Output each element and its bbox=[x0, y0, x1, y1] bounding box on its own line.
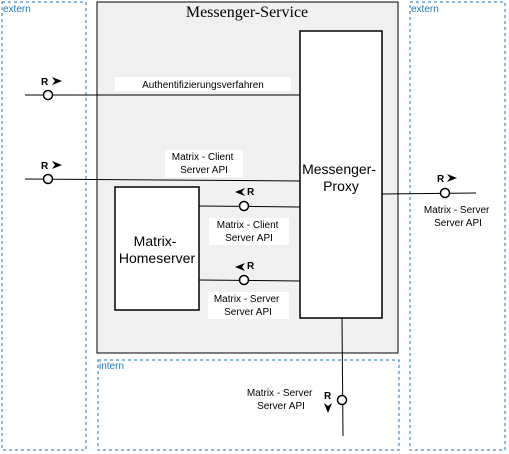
extern-right-zone bbox=[409, 1, 506, 451]
extern-left-label: extern bbox=[3, 4, 31, 15]
server-api-intern-label-line2: Server API bbox=[224, 307, 272, 318]
request-marker-client-extern-label: R bbox=[41, 161, 49, 172]
client-api-intern-label: Matrix - Client Server API bbox=[217, 220, 281, 244]
server-api-right-label-line1: Matrix - Server bbox=[424, 205, 490, 216]
server-api-bottom-label-line2: Server API bbox=[257, 401, 305, 412]
messenger-proxy-label-line1: Messenger- bbox=[302, 161, 376, 177]
request-arrow-left-icon bbox=[235, 263, 245, 271]
client-api-intern-label-line1: Matrix - Client bbox=[217, 220, 279, 231]
request-arrow-down-icon bbox=[324, 403, 332, 413]
auth-label-bg bbox=[115, 77, 291, 91]
port-auth-icon bbox=[42, 89, 54, 101]
matrix-homeserver-box bbox=[114, 186, 200, 311]
port-server-right-icon bbox=[439, 187, 451, 199]
server-api-right-label: Matrix - Server Server API bbox=[424, 205, 492, 229]
port-server-bottom-icon bbox=[336, 394, 348, 406]
messenger-proxy-label: Messenger- Proxy bbox=[302, 161, 380, 194]
auth-label: Authentifizierungsverfahren bbox=[142, 80, 264, 91]
server-api-bottom-line bbox=[341, 317, 344, 437]
client-api-extern-label-line2: Server API bbox=[180, 165, 228, 176]
request-marker-auth-label: R bbox=[41, 77, 49, 88]
request-arrow-right-icon bbox=[447, 174, 457, 182]
request-marker-server-intern-label: R bbox=[247, 261, 255, 272]
client-api-extern-label-bg bbox=[165, 150, 243, 177]
server-api-intern-label-line1: Matrix - Server bbox=[214, 294, 280, 305]
matrix-homeserver-label: Matrix- Homeserver bbox=[119, 233, 196, 266]
client-api-extern-label-line1: Matrix - Client bbox=[172, 152, 234, 163]
server-api-right-label-line2: Server API bbox=[434, 218, 482, 229]
messenger-proxy-box bbox=[299, 30, 383, 319]
port-client-extern-icon bbox=[42, 173, 54, 185]
intern-label: intern bbox=[99, 361, 124, 372]
request-marker-client-intern-label: R bbox=[247, 187, 255, 198]
messenger-service-title: Messenger-Service bbox=[186, 4, 308, 21]
port-client-intern-icon bbox=[238, 200, 250, 212]
server-api-bottom-label: Matrix - Server Server API bbox=[247, 388, 315, 412]
server-api-intern-label: Matrix - Server Server API bbox=[214, 294, 282, 318]
server-api-intern-label-bg bbox=[208, 292, 289, 319]
request-arrow-left-icon bbox=[235, 188, 245, 196]
client-api-extern-label: Matrix - Client Server API bbox=[172, 152, 236, 176]
client-api-intern-label-line2: Server API bbox=[225, 233, 273, 244]
matrix-homeserver-label-line2: Homeserver bbox=[119, 250, 196, 266]
matrix-homeserver-label-line1: Matrix- bbox=[134, 233, 177, 249]
client-api-intern-label-bg bbox=[209, 218, 289, 245]
server-api-bottom-label-line1: Matrix - Server bbox=[247, 388, 313, 399]
request-arrow-right-icon bbox=[52, 77, 62, 85]
server-api-right-line bbox=[381, 192, 477, 195]
messenger-proxy-label-line2: Proxy bbox=[323, 178, 359, 194]
client-api-extern-line bbox=[24, 178, 301, 182]
port-server-intern-icon bbox=[238, 274, 250, 286]
client-api-intern-line bbox=[198, 205, 301, 208]
request-marker-server-right-label: R bbox=[437, 174, 445, 185]
extern-left-zone bbox=[1, 1, 87, 451]
request-arrow-right-icon bbox=[52, 161, 62, 169]
server-api-intern-line bbox=[198, 279, 301, 282]
extern-right-label: extern bbox=[411, 4, 439, 15]
request-marker-server-bottom-label: R bbox=[324, 391, 332, 402]
intern-zone bbox=[97, 359, 400, 451]
